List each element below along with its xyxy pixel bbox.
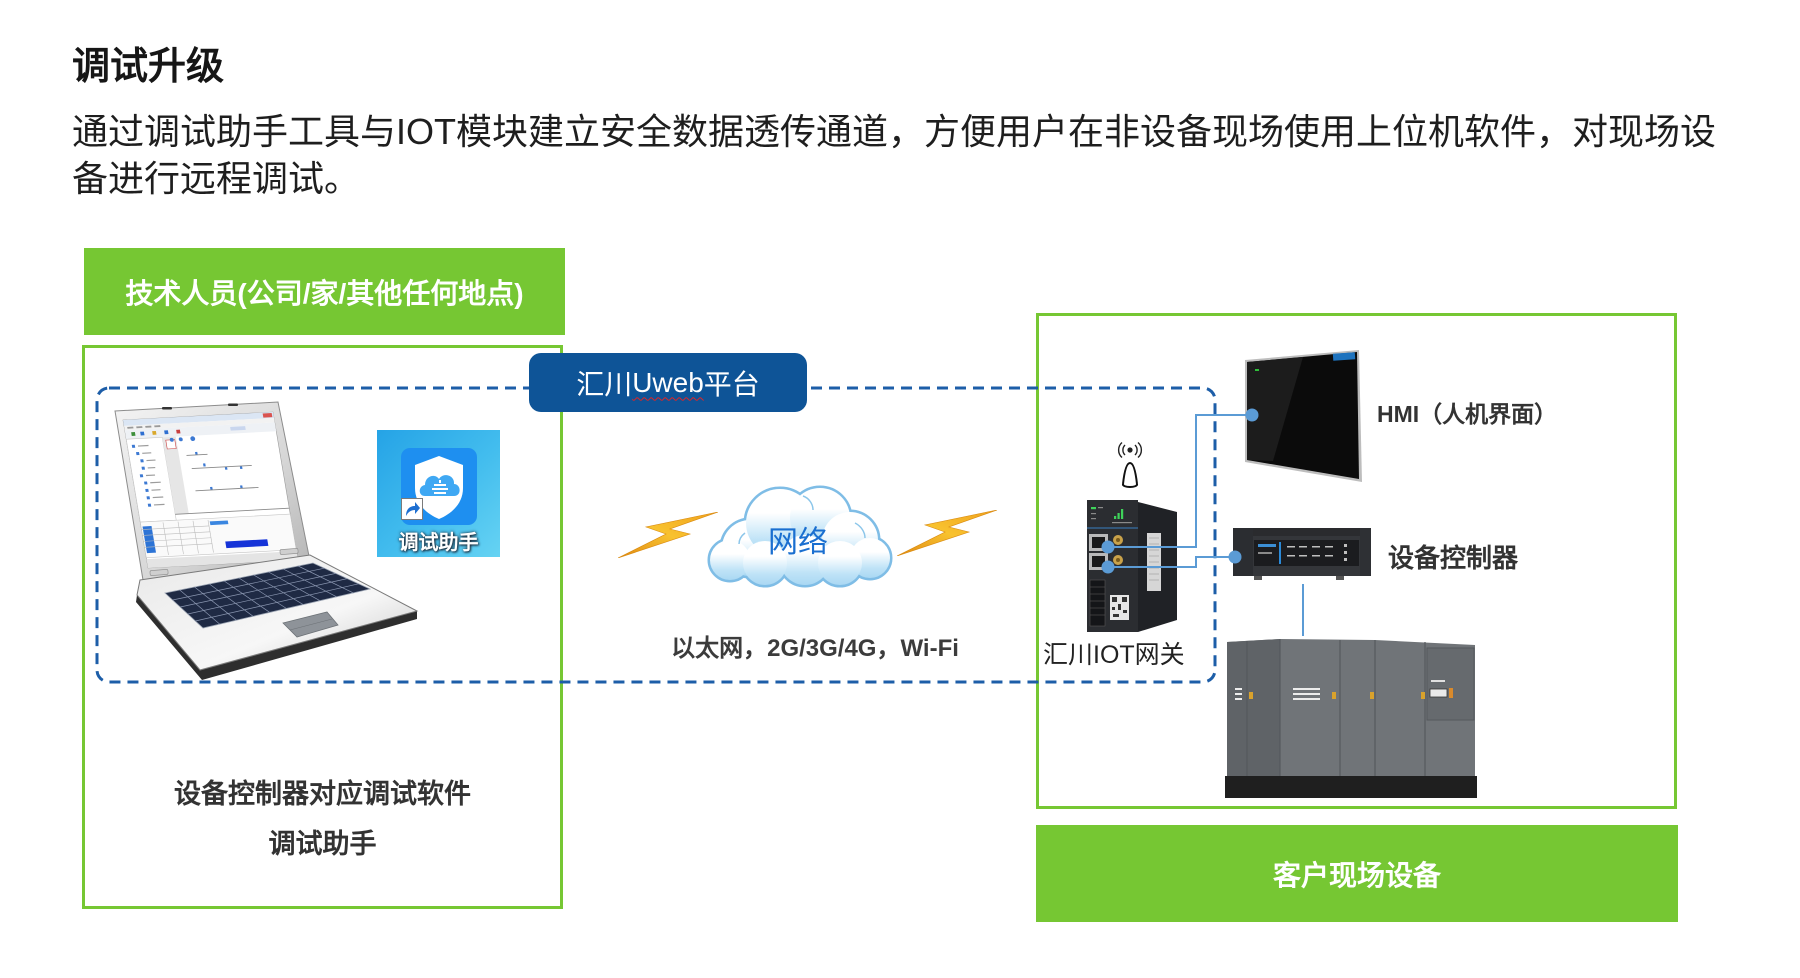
- caption-line: 调试助手: [268, 829, 377, 859]
- remote-site-caption: 设备控制器对应调试软件 调试助手: [82, 769, 563, 869]
- wireless-signal-icon: [1117, 441, 1143, 459]
- lightning-bolt-icon: [897, 510, 997, 556]
- shortcut-label: 调试助手: [398, 532, 479, 554]
- customer-site-footer: 客户现场设备: [1036, 825, 1678, 922]
- platform-label-marked: Uweb: [632, 366, 704, 398]
- platform-label-prefix: 汇川: [576, 368, 633, 400]
- section-description: 通过调试助手工具与IOT模块建立安全数据透传通道，方便用户在非设备现场使用上位机…: [72, 108, 1716, 202]
- air-compressor-icon: [1225, 639, 1477, 798]
- antenna-icon: [1122, 461, 1138, 488]
- device-controller-icon: [1233, 528, 1371, 580]
- network-label: 网络: [768, 526, 828, 559]
- remote-site-header: 技术人员(公司/家/其他任何地点): [84, 248, 565, 335]
- hmi-panel-icon: [1245, 350, 1362, 482]
- debug-assistant-shortcut: 调试助手: [377, 430, 500, 557]
- section-title: 调试升级: [72, 46, 225, 88]
- lightning-bolt-icon: [618, 512, 718, 558]
- network-caption: 以太网，2G/3G/4G，Wi-Fi: [671, 635, 959, 662]
- laptop-icon: [114, 401, 419, 680]
- laptop-screen: [122, 411, 299, 569]
- shortcut-arrow-icon: [401, 498, 423, 520]
- description-line: 备进行远程调试。: [72, 158, 361, 199]
- iot-gateway: [1087, 441, 1177, 632]
- caption-line: 设备控制器对应调试软件: [174, 779, 471, 809]
- gateway-label: 汇川IOT网关: [1043, 641, 1185, 669]
- hmi-label: HMI（人机界面）: [1377, 401, 1558, 427]
- controller-label: 设备控制器: [1388, 543, 1519, 573]
- platform-label-suffix: 平台: [703, 368, 760, 400]
- description-line: 通过调试助手工具与IOT模块建立安全数据透传通道，方便用户在非设备现场使用上位机…: [72, 111, 1716, 152]
